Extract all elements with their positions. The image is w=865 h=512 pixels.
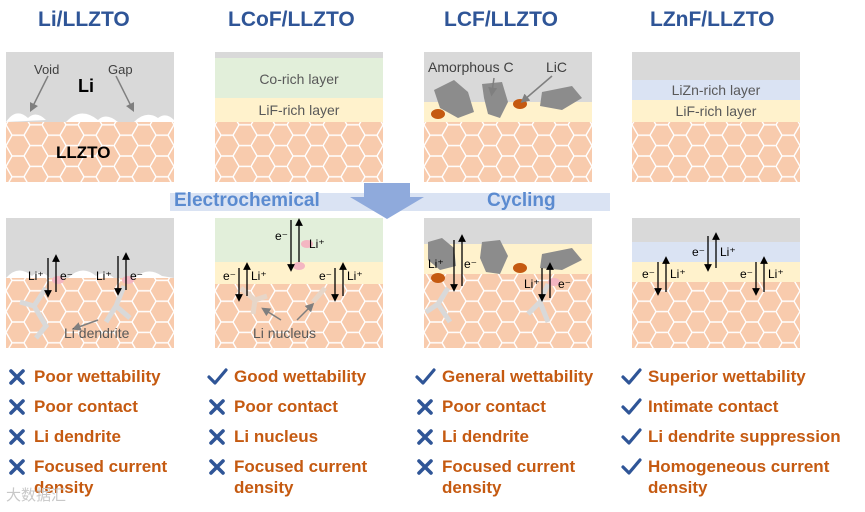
check-icon [621, 368, 642, 385]
panel-li-llzto-initial: Void Gap Li LLZTO [6, 52, 174, 182]
electron-label: e⁻ [642, 267, 655, 281]
feature-item: Poor contact [414, 396, 612, 418]
check-icon [415, 368, 436, 385]
feature-item: Poor wettability [6, 366, 176, 388]
feature-item: Li nucleus [206, 426, 396, 448]
feature-item: Li dendrite suppression [620, 426, 860, 448]
lif-rich-layer-label: LiF-rich layer [259, 102, 340, 118]
column-title-li-llzto: Li/LLZTO [38, 8, 130, 31]
check-icon [621, 428, 642, 445]
electron-label: e⁻ [130, 269, 143, 283]
gap-label: Gap [108, 62, 133, 77]
feature-text: Intimate contact [648, 397, 779, 416]
feature-item: Poor contact [206, 396, 396, 418]
feature-item: Intimate contact [620, 396, 860, 418]
lizn-rich-layer-label: LiZn-rich layer [672, 82, 761, 98]
panel-lcof-llzto-cycled: e⁻ Li⁺ e⁻ Li⁺ e⁻ Li⁺ Li nucleus [215, 218, 383, 348]
li-ion-label: Li⁺ [720, 245, 736, 259]
li-ion-label: Li⁺ [96, 269, 112, 283]
li-ion-label: Li⁺ [428, 257, 444, 271]
feature-item: Poor contact [6, 396, 176, 418]
feature-text: Superior wettability [648, 367, 806, 386]
feature-text: Focused current density [234, 457, 368, 497]
li-ion-label: Li⁺ [670, 267, 686, 281]
electron-label: e⁻ [275, 229, 288, 243]
cross-icon [9, 459, 25, 475]
process-label-left: Electrochemical [174, 190, 320, 211]
li-ion-label: Li⁺ [309, 237, 325, 251]
cross-icon [9, 399, 25, 415]
lif-rich-layer-label: LiF-rich layer [676, 103, 757, 119]
panel-lcof-llzto-initial: Co-rich layer LiF-rich layer [215, 52, 383, 182]
column-title-lznf-llzto: LZnF/LLZTO [650, 8, 775, 31]
feature-text: Poor wettability [34, 367, 161, 386]
cross-icon [209, 399, 225, 415]
electron-label: e⁻ [223, 269, 236, 283]
process-label-right: Cycling [487, 190, 556, 211]
electron-label: e⁻ [319, 269, 332, 283]
feature-item: Li dendrite [6, 426, 176, 448]
li-ion-label: Li⁺ [251, 269, 267, 283]
check-icon [621, 398, 642, 415]
electron-label: e⁻ [740, 267, 753, 281]
feature-text: Li dendrite suppression [648, 427, 841, 446]
li-label: Li [78, 76, 94, 96]
electron-label: e⁻ [692, 245, 705, 259]
llzto-label: LLZTO [56, 143, 110, 162]
panel-lcf-llzto-initial: Amorphous C LiC [424, 52, 592, 182]
feature-text: General wettability [442, 367, 594, 386]
feature-text: Good wettability [234, 367, 367, 386]
cross-icon [9, 369, 25, 385]
feature-item: Homogeneous current density [620, 456, 860, 498]
feature-item: Focused current density [414, 456, 612, 498]
feature-text: Li nucleus [234, 427, 319, 446]
amorphous-c-label: Amorphous C [428, 59, 514, 75]
feature-item: Superior wettability [620, 366, 860, 388]
electron-label: e⁻ [464, 257, 477, 271]
cross-icon [9, 429, 25, 445]
feature-item: Focused current density [6, 456, 176, 498]
feature-item: Li dendrite [414, 426, 612, 448]
li-ion-label: Li⁺ [768, 267, 784, 281]
co-rich-layer-label: Co-rich layer [259, 71, 339, 87]
li-ion-label: Li⁺ [28, 269, 44, 283]
process-arrow [170, 183, 610, 223]
column-title-lcof-llzto: LCoF/LLZTO [228, 8, 355, 31]
void-label: Void [34, 62, 59, 77]
electron-label: e⁻ [60, 269, 73, 283]
feature-text: Poor contact [234, 397, 338, 416]
check-icon [207, 368, 228, 385]
li-nucleus-label: Li nucleus [253, 325, 316, 341]
li-ion-label: Li⁺ [347, 269, 363, 283]
check-icon [621, 458, 642, 475]
feature-text: Homogeneous current density [648, 457, 830, 497]
cross-icon [417, 459, 433, 475]
feature-text: Li dendrite [34, 427, 121, 446]
feature-text: Li dendrite [442, 427, 529, 446]
feature-text: Poor contact [442, 397, 546, 416]
cross-icon [417, 429, 433, 445]
cross-icon [209, 459, 225, 475]
watermark: 大数据汇 [6, 487, 67, 504]
feature-item: General wettability [414, 366, 612, 388]
lic-label: LiC [546, 59, 567, 75]
feature-text: Poor contact [34, 397, 138, 416]
feature-text: Focused current density [34, 457, 168, 497]
li-dendrite-label: Li dendrite [64, 325, 130, 341]
feature-text: Focused current density [442, 457, 576, 497]
panel-lcf-llzto-cycled: Li⁺ e⁻ Li⁺ e⁻ [424, 218, 592, 348]
electron-label: e⁻ [558, 277, 571, 291]
panel-lznf-llzto-cycled: e⁻ Li⁺ e⁻ Li⁺ e⁻ Li⁺ [632, 218, 800, 348]
cross-icon [209, 429, 225, 445]
feature-item: Focused current density [206, 456, 396, 498]
panel-lznf-llzto-initial: LiZn-rich layer LiF-rich layer [632, 52, 800, 182]
panel-li-llzto-cycled: Li⁺ e⁻ Li⁺ e⁻ Li dendrite [6, 218, 174, 348]
column-title-lcf-llzto: LCF/LLZTO [444, 8, 558, 31]
feature-item: Good wettability [206, 366, 396, 388]
li-ion-label: Li⁺ [524, 277, 540, 291]
cross-icon [417, 399, 433, 415]
